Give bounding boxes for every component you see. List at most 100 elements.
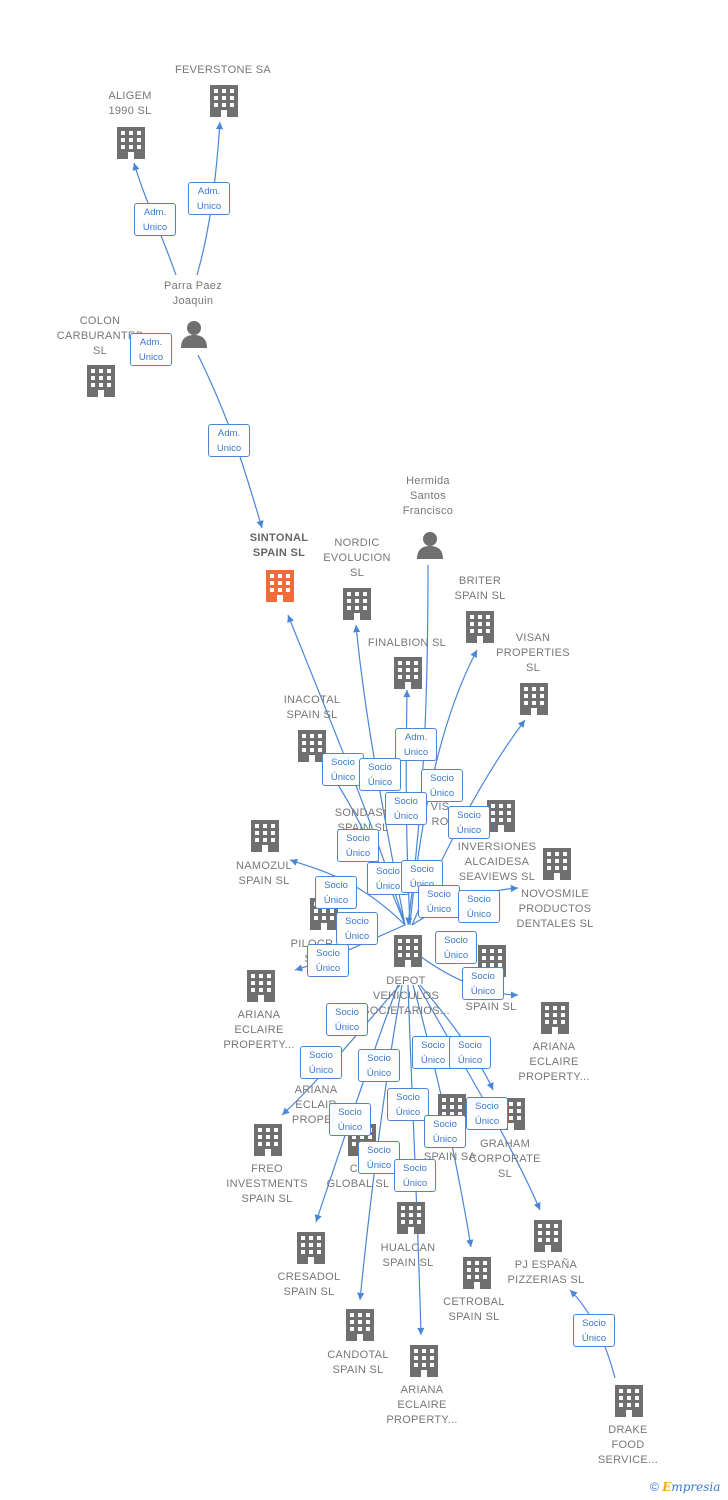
node-cresadol[interactable]: CRESADOL SPAIN SL (278, 1270, 341, 1300)
socio-unico-badge[interactable]: Socio Único (412, 1036, 454, 1069)
brand-initial: E (662, 1480, 672, 1494)
node-briter[interactable]: BRITER SPAIN SL (454, 574, 505, 604)
footer-brand[interactable]: © Empresia (650, 1480, 720, 1494)
socio-unico-badge[interactable]: Socio Único (359, 758, 401, 791)
socio-unico-badge[interactable]: Socio Único (337, 829, 379, 862)
socio-unico-badge[interactable]: Socio Único (573, 1314, 615, 1347)
socio-unico-badge[interactable]: Socio Único (435, 931, 477, 964)
node-label: Hermida Santos Francisco (402, 475, 454, 517)
node-aligem[interactable]: ALIGEM 1990 SL (108, 89, 151, 119)
building-icon (346, 1309, 374, 1341)
node-ariana-4[interactable]: ARIANA ECLAIRE PROPERTY... (386, 1383, 457, 1428)
node-label: SINTONAL SPAIN SL (249, 532, 309, 559)
person-icon (181, 321, 207, 348)
building-icon (466, 611, 494, 643)
node-hermida[interactable]: Hermida Santos Francisco (403, 474, 453, 519)
socio-unico-badge[interactable]: Socio Único (329, 1103, 371, 1136)
node-graham[interactable]: GRAHAM CORPORATE SL (469, 1137, 541, 1182)
adm-unico-badge[interactable]: Adm. Unico (130, 333, 172, 366)
node-candotal[interactable]: CANDOTAL SPAIN SL (327, 1348, 388, 1378)
node-label: ALIGEM 1990 SL (108, 90, 152, 117)
node-label: FINALBION SL (367, 637, 447, 649)
node-namozul[interactable]: NAMOZUL SPAIN SL (236, 859, 292, 889)
building-icon (210, 85, 238, 117)
node-label: FREO INVESTMENTS SPAIN SL (226, 1163, 308, 1205)
node-spain-sl[interactable]: SPAIN SL (465, 1000, 516, 1015)
node-visan[interactable]: VISAN PROPERTIES SL (496, 631, 570, 676)
socio-unico-badge[interactable]: Socio Único (322, 753, 364, 786)
node-ariana-2[interactable]: ARIANA ECLAIRE PROPERTY... (518, 1040, 589, 1085)
socio-unico-badge[interactable]: Socio Único (466, 1097, 508, 1130)
node-label: COLON CARBURANTES SL (56, 315, 144, 357)
node-drake[interactable]: DRAKE FOOD SERVICE... (598, 1423, 658, 1468)
building-icon (520, 683, 548, 715)
node-label: ARIANA ECLAIRE PROPERTY... (386, 1384, 458, 1426)
building-icon-highlighted (266, 570, 294, 602)
node-label: NOVOSMILE PRODUCTOS DENTALES SL (516, 888, 594, 930)
socio-unico-badge[interactable]: Socio Único (462, 967, 504, 1000)
building-icon (615, 1385, 643, 1417)
socio-unico-badge[interactable]: Socio Único (418, 885, 460, 918)
building-icon (343, 588, 371, 620)
socio-unico-badge[interactable]: Socio Único (358, 1141, 400, 1174)
socio-unico-badge[interactable]: Socio Único (421, 769, 463, 802)
socio-unico-badge[interactable]: Socio Único (336, 912, 378, 945)
node-nordic[interactable]: NORDIC EVOLUCION SL (323, 536, 391, 581)
socio-unico-badge[interactable]: Socio Único (394, 1159, 436, 1192)
building-icon (394, 657, 422, 689)
node-colon[interactable]: COLON CARBURANTES SL (57, 314, 143, 359)
adm-unico-badge[interactable]: Adm. Unico (395, 728, 437, 761)
node-parra[interactable]: Parra Paez Joaquin (164, 279, 222, 309)
socio-unico-badge[interactable]: Socio Único (448, 806, 490, 839)
socio-unico-badge[interactable]: Socio Único (315, 876, 357, 909)
socio-unico-badge[interactable]: Socio Único (424, 1115, 466, 1148)
node-hualcan[interactable]: HUALCAN SPAIN SL (381, 1241, 436, 1271)
node-cetrobal[interactable]: CETROBAL SPAIN SL (443, 1295, 505, 1325)
node-inacotal[interactable]: INACOTAL SPAIN SL (284, 693, 341, 723)
node-label: INACOTAL SPAIN SL (283, 694, 341, 721)
brand-logo: Empresia (662, 1480, 720, 1494)
building-icon (117, 127, 145, 159)
building-icon (247, 970, 275, 1002)
building-icon (463, 1257, 491, 1289)
socio-unico-badge[interactable]: Socio Único (449, 1036, 491, 1069)
node-label: CRESADOL SPAIN SL (277, 1271, 341, 1298)
node-label: GRAHAM CORPORATE SL (469, 1138, 541, 1180)
socio-unico-badge[interactable]: Socio Único (358, 1049, 400, 1082)
node-freo[interactable]: FREO INVESTMENTS SPAIN SL (226, 1162, 308, 1207)
socio-unico-badge[interactable]: Socio Único (458, 890, 500, 923)
socio-unico-badge[interactable]: Socio Único (326, 1003, 368, 1036)
node-label: DEPOT VEHICULOS SOCIETARIOS... (362, 975, 450, 1017)
node-inversiones[interactable]: INVERSIONES ALCAIDESA SEAVIEWS SL (458, 840, 537, 885)
node-label: SPAIN SL (465, 1001, 517, 1013)
node-ariana-1[interactable]: ARIANA ECLAIRE PROPERTY... (223, 1008, 294, 1053)
socio-unico-badge[interactable]: Socio Único (307, 944, 349, 977)
building-icon (543, 848, 571, 880)
node-ariana-3[interactable]: ARIANA ECLAIR PROPER (292, 1083, 340, 1128)
edge-depot-pilocr (294, 924, 406, 972)
building-icon (297, 1232, 325, 1264)
node-sintonal[interactable]: SINTONAL SPAIN SL (250, 531, 308, 561)
building-icon (541, 1002, 569, 1034)
building-icon (410, 1345, 438, 1377)
building-icon (534, 1220, 562, 1252)
adm-unico-badge[interactable]: Adm. Unico (134, 203, 176, 236)
node-depot[interactable]: DEPOT VEHICULOS SOCIETARIOS... (362, 974, 450, 1019)
node-label: VISAN PROPERTIES SL (496, 632, 570, 674)
socio-unico-badge[interactable]: Socio Único (387, 1088, 429, 1121)
node-novosmile[interactable]: NOVOSMILE PRODUCTOS DENTALES SL (516, 887, 593, 932)
node-pj-espana[interactable]: PJ ESPAÑA PIZZERIAS SL (508, 1258, 585, 1288)
node-label: CANDOTAL SPAIN SL (327, 1349, 389, 1376)
node-label: HUALCAN SPAIN SL (380, 1242, 436, 1269)
socio-unico-badge[interactable]: Socio Único (300, 1046, 342, 1079)
node-feverstone[interactable]: FEVERSTONE SA (175, 63, 271, 78)
node-finalbion[interactable]: FINALBION SL (368, 636, 446, 651)
node-label: NORDIC EVOLUCION SL (323, 537, 391, 579)
socio-unico-badge[interactable]: Socio Único (385, 792, 427, 825)
adm-unico-badge[interactable]: Adm. Unico (188, 182, 230, 215)
node-vis-ro[interactable]: VIS RO (431, 800, 450, 830)
building-icon (254, 1124, 282, 1156)
node-label: INVERSIONES ALCAIDESA SEAVIEWS SL (457, 841, 537, 883)
node-label: ARIANA ECLAIRE PROPERTY... (518, 1041, 590, 1083)
adm-unico-badge[interactable]: Adm. Unico (208, 424, 250, 457)
